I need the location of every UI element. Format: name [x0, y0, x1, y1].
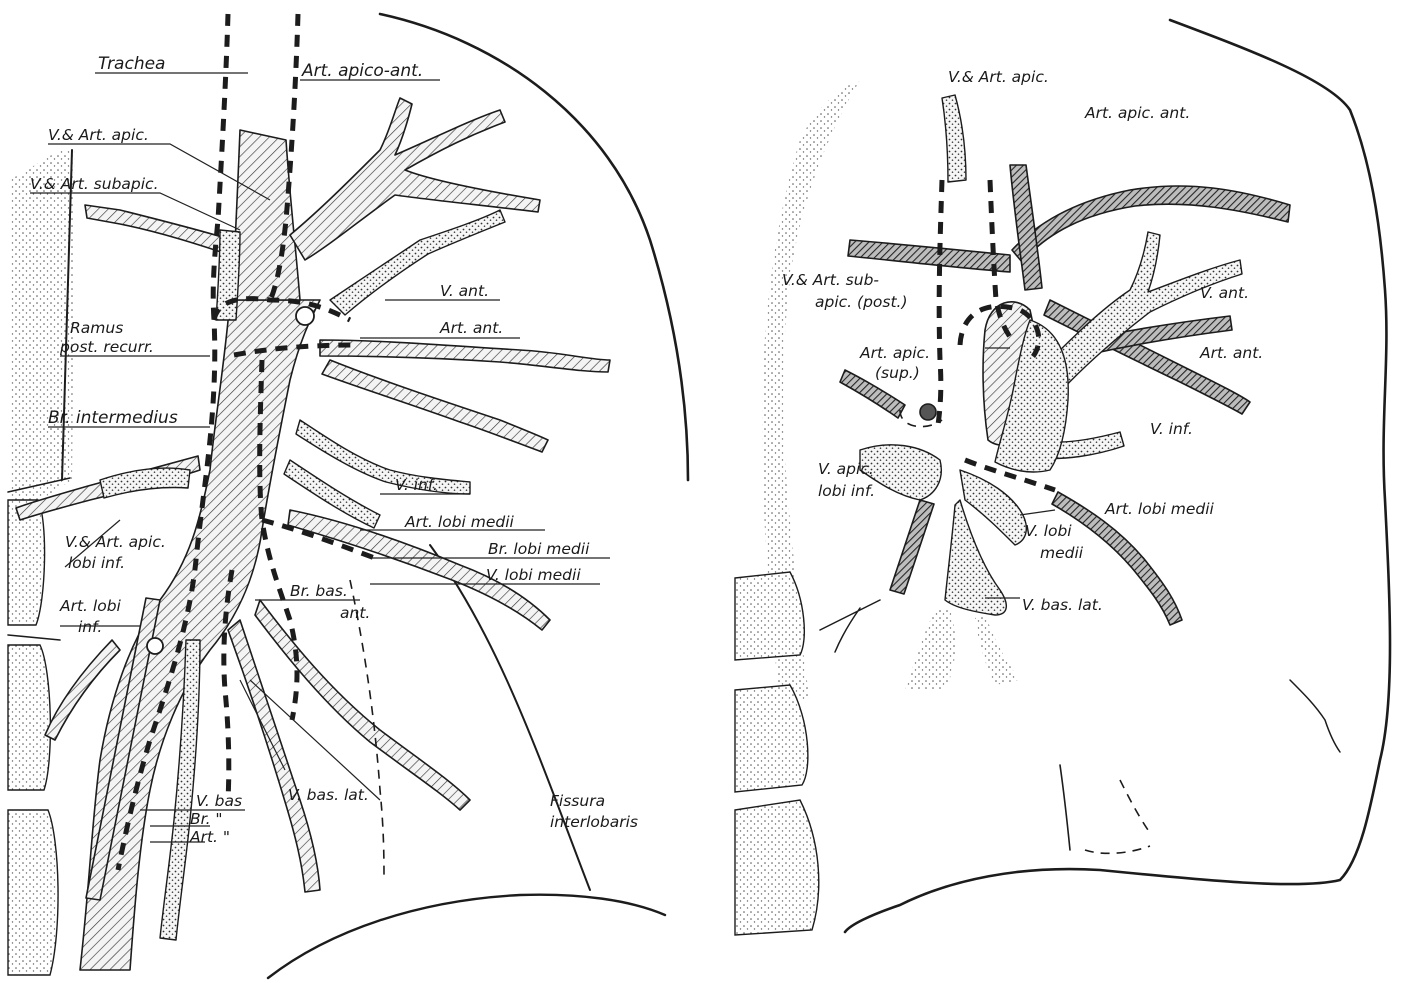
label-r-sup: (sup.): [875, 364, 920, 382]
right-inner-curve: [1060, 765, 1070, 850]
v-apic-lobi-inf-art-r: [890, 500, 934, 594]
label-br-bas: Br. bas.: [290, 582, 348, 600]
label-r-apic-post: apic. (post.): [815, 293, 908, 311]
label-r-art-apic-sup: Art. apic.: [859, 344, 930, 362]
right-bronchus-dash-1: [938, 180, 942, 425]
right-rib-1: [735, 572, 804, 660]
label-v-inf: V. inf.: [395, 476, 438, 494]
label-r-v-art-apic: V.& Art. apic.: [948, 68, 1049, 86]
node-circle-upper: [296, 307, 314, 325]
lower-stipple-r2: [975, 615, 1020, 685]
label-v-bas-lat: V. bas. lat.: [288, 786, 369, 804]
label-lobi-inf: lobi inf.: [68, 554, 125, 572]
label-r-v-lobi: V. lobi: [1025, 522, 1072, 540]
label-br-intermedius: Br. intermedius: [48, 408, 178, 428]
v-apic-stippled: [216, 230, 240, 320]
label-r-v-apic: V. apic.: [818, 460, 874, 478]
label-post-recurr: post. recurr.: [59, 338, 154, 356]
label-r-art-apic-ant: Art. apic. ant.: [1084, 104, 1190, 122]
branch-stub: [820, 600, 880, 652]
right-rib-3: [735, 800, 819, 935]
label-fissura: Fissura: [550, 792, 605, 810]
label-art-lobi-inf: inf.: [78, 618, 102, 636]
art-ant: [320, 340, 610, 372]
right-panel: V.& Art. apic. Art. apic. ant. V.& Art. …: [735, 20, 1390, 935]
art-apico-ant: [290, 98, 540, 260]
right-lower-dash-2: [1120, 780, 1148, 830]
node-circle-r: [920, 404, 936, 420]
art-subapic: [85, 205, 232, 255]
left-panel: Trachea V.& Art. apic. V.& Art. subapic.…: [8, 14, 688, 978]
label-r-medii: medii: [1040, 544, 1084, 562]
label-r-lobi-inf: lobi inf.: [818, 482, 875, 500]
label-v-lobi-medii: V. lobi medii: [486, 566, 581, 584]
v-art-apic-r: [942, 95, 966, 182]
vertebra-3: [8, 810, 58, 975]
label-v-art-subapic: V.& Art. subapic.: [30, 175, 159, 193]
label-ramus: Ramus: [70, 319, 123, 337]
label-r-v-ant: V. ant.: [1200, 284, 1249, 302]
label-br-ditto: Br. ": [190, 810, 223, 828]
lower-stipple-r: [905, 610, 955, 690]
label-v-art-apic-lobi-inf: V.& Art. apic.: [65, 533, 166, 551]
art-ant-lower: [322, 360, 548, 452]
node-circle-lower: [147, 638, 163, 654]
vertebra-2: [8, 645, 50, 790]
label-r-v-art-sub: V.& Art. sub-: [782, 271, 879, 289]
art-sub-apic-r: [848, 240, 1010, 272]
label-v-art-apic: V.& Art. apic.: [48, 126, 149, 144]
label-art-ditto: Art. ": [189, 828, 230, 846]
label-r-v-bas-lat: V. bas. lat.: [1022, 596, 1103, 614]
label-v-bas: V. bas: [196, 792, 242, 810]
label-art-apico-ant: Art. apico-ant.: [301, 61, 423, 81]
label-r-art-ant: Art. ant.: [1199, 344, 1263, 362]
label-art-lobi: Art. lobi: [59, 597, 122, 615]
label-interlobaris: interlobaris: [550, 813, 638, 831]
label-r-v-inf: V. inf.: [1150, 420, 1193, 438]
right-lower-dash: [1085, 846, 1150, 853]
label-br-lobi-medii: Br. lobi medii: [488, 540, 590, 558]
right-rib-2: [735, 685, 808, 792]
apical-trunk: [232, 130, 300, 300]
label-v-ant: V. ant.: [440, 282, 489, 300]
left-lower-border: [268, 895, 665, 978]
small-branch-right: [1290, 680, 1340, 752]
label-br-bas-ant: ant.: [340, 604, 370, 622]
label-r-art-lobi-medii: Art. lobi medii: [1104, 500, 1215, 518]
mediastinum-shade: [10, 150, 75, 500]
label-art-lobi-medii: Art. lobi medii: [404, 513, 515, 531]
v-lobi-inf-stippled: [100, 468, 190, 498]
label-trachea: Trachea: [98, 54, 165, 74]
label-art-ant: Art. ant.: [439, 319, 503, 337]
